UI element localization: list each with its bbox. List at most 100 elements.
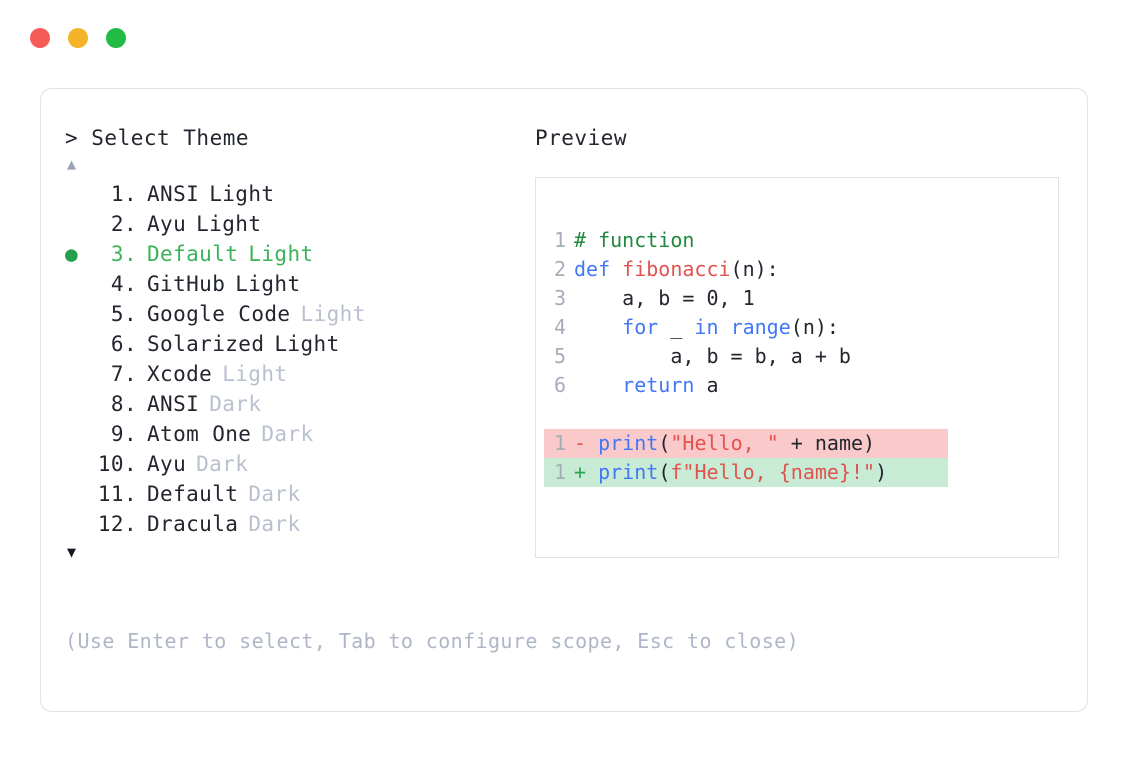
code-line: 3 a, b = 0, 1 xyxy=(544,284,1058,313)
code-token: a, b = 0, 1 xyxy=(574,286,755,310)
code-token: ( xyxy=(658,460,671,484)
diff-added-line: 1+ print(f"Hello, {name}!") xyxy=(544,458,948,487)
theme-list-item[interactable]: 12. Dracula Dark xyxy=(65,509,535,539)
code-token: for xyxy=(622,315,659,339)
theme-variant: Light xyxy=(248,242,314,266)
code-token: {name} xyxy=(778,460,851,484)
line-number: 4 xyxy=(553,315,566,339)
line-number: 1 xyxy=(553,228,566,252)
diff-removed-line: 1- print("Hello, " + name) xyxy=(544,429,948,458)
theme-index: 6. xyxy=(110,332,137,356)
code-token: a xyxy=(694,373,719,397)
code-token: a, b = b, a + b xyxy=(574,344,851,368)
code-token: + name) xyxy=(778,431,876,455)
code-token: (n): xyxy=(790,315,839,339)
theme-variant: Dark xyxy=(248,482,301,506)
scroll-down-indicator-icon[interactable]: ▼ xyxy=(67,543,77,561)
code-token xyxy=(574,373,622,397)
theme-index: 9. xyxy=(110,422,137,446)
bullet-slot xyxy=(65,389,91,419)
close-window-button[interactable] xyxy=(30,28,50,48)
theme-list-item[interactable]: 10. Ayu Dark xyxy=(65,449,535,479)
bullet-slot xyxy=(65,329,91,359)
bullet-slot xyxy=(65,299,91,329)
code-token: ) xyxy=(875,460,888,484)
bullet-slot xyxy=(65,359,91,389)
preview-label: Preview xyxy=(535,126,628,150)
code-token: !" xyxy=(850,460,876,484)
theme-index: 2. xyxy=(110,212,137,236)
theme-name: Xcode xyxy=(147,362,213,386)
line-number: 3 xyxy=(553,286,566,310)
theme-variant: Dark xyxy=(248,512,301,536)
code-token: range xyxy=(730,315,791,339)
theme-list-item[interactable]: 4. GitHub Light xyxy=(65,269,535,299)
theme-index: 11. xyxy=(97,482,137,506)
code-token: # function xyxy=(574,228,695,252)
theme-variant: Dark xyxy=(261,422,314,446)
theme-index: 5. xyxy=(110,302,137,326)
theme-index: 3. xyxy=(110,242,137,266)
theme-name: ANSI xyxy=(147,392,200,416)
theme-index: 10. xyxy=(97,452,137,476)
theme-name: Solarized xyxy=(147,332,265,356)
code-line: 5 a, b = b, a + b xyxy=(544,342,1058,371)
code-token xyxy=(574,315,622,339)
bullet-slot xyxy=(65,179,91,209)
code-token: fibonacci xyxy=(622,257,731,281)
line-number: 1 xyxy=(553,431,566,455)
theme-name: Default xyxy=(147,482,239,506)
selected-bullet-icon: ● xyxy=(65,242,79,266)
theme-index: 12. xyxy=(97,512,137,536)
theme-variant: Light xyxy=(300,302,366,326)
code-token: "Hello, " xyxy=(670,431,779,455)
code-line: 6 return a xyxy=(544,371,1058,400)
code-token: (n): xyxy=(730,257,779,281)
minimize-window-button[interactable] xyxy=(68,28,88,48)
theme-list-item[interactable]: ● 3. Default Light xyxy=(65,239,535,269)
code-line: 4 for _ in range(n): xyxy=(544,313,1058,342)
theme-variant: Dark xyxy=(196,452,249,476)
theme-name: Ayu xyxy=(147,452,187,476)
theme-index: 1. xyxy=(110,182,137,206)
theme-index: 4. xyxy=(110,272,137,296)
maximize-window-button[interactable] xyxy=(106,28,126,48)
line-number: 5 xyxy=(553,344,566,368)
code-line: 1 # function xyxy=(544,226,1058,255)
theme-list-item[interactable]: 6. Solarized Light xyxy=(65,329,535,359)
theme-name: GitHub xyxy=(147,272,226,296)
theme-name: Dracula xyxy=(147,512,239,536)
bullet-slot xyxy=(65,449,91,479)
diff-marker: + xyxy=(574,460,599,484)
theme-variant: Light xyxy=(209,182,275,206)
code-token: return xyxy=(622,373,695,397)
code-token: def xyxy=(574,257,623,281)
theme-variant: Light xyxy=(196,212,262,236)
diff-marker: - xyxy=(574,431,599,455)
theme-list-item[interactable]: 8. ANSI Dark xyxy=(65,389,535,419)
theme-index: 8. xyxy=(110,392,137,416)
theme-variant: Light xyxy=(235,272,301,296)
bullet-slot xyxy=(65,269,91,299)
theme-variant: Dark xyxy=(209,392,262,416)
theme-variant: Light xyxy=(274,332,340,356)
bullet-slot xyxy=(65,419,91,449)
theme-name: Default xyxy=(147,242,239,266)
bullet-slot xyxy=(65,479,91,509)
line-number: 1 xyxy=(553,460,566,484)
scroll-up-indicator-icon[interactable]: ▲ xyxy=(67,155,77,173)
theme-list-item[interactable]: 11. Default Dark xyxy=(65,479,535,509)
bullet-slot xyxy=(65,209,91,239)
theme-variant: Light xyxy=(222,362,288,386)
code-token: print xyxy=(598,431,659,455)
code-token: f"Hello, xyxy=(670,460,779,484)
